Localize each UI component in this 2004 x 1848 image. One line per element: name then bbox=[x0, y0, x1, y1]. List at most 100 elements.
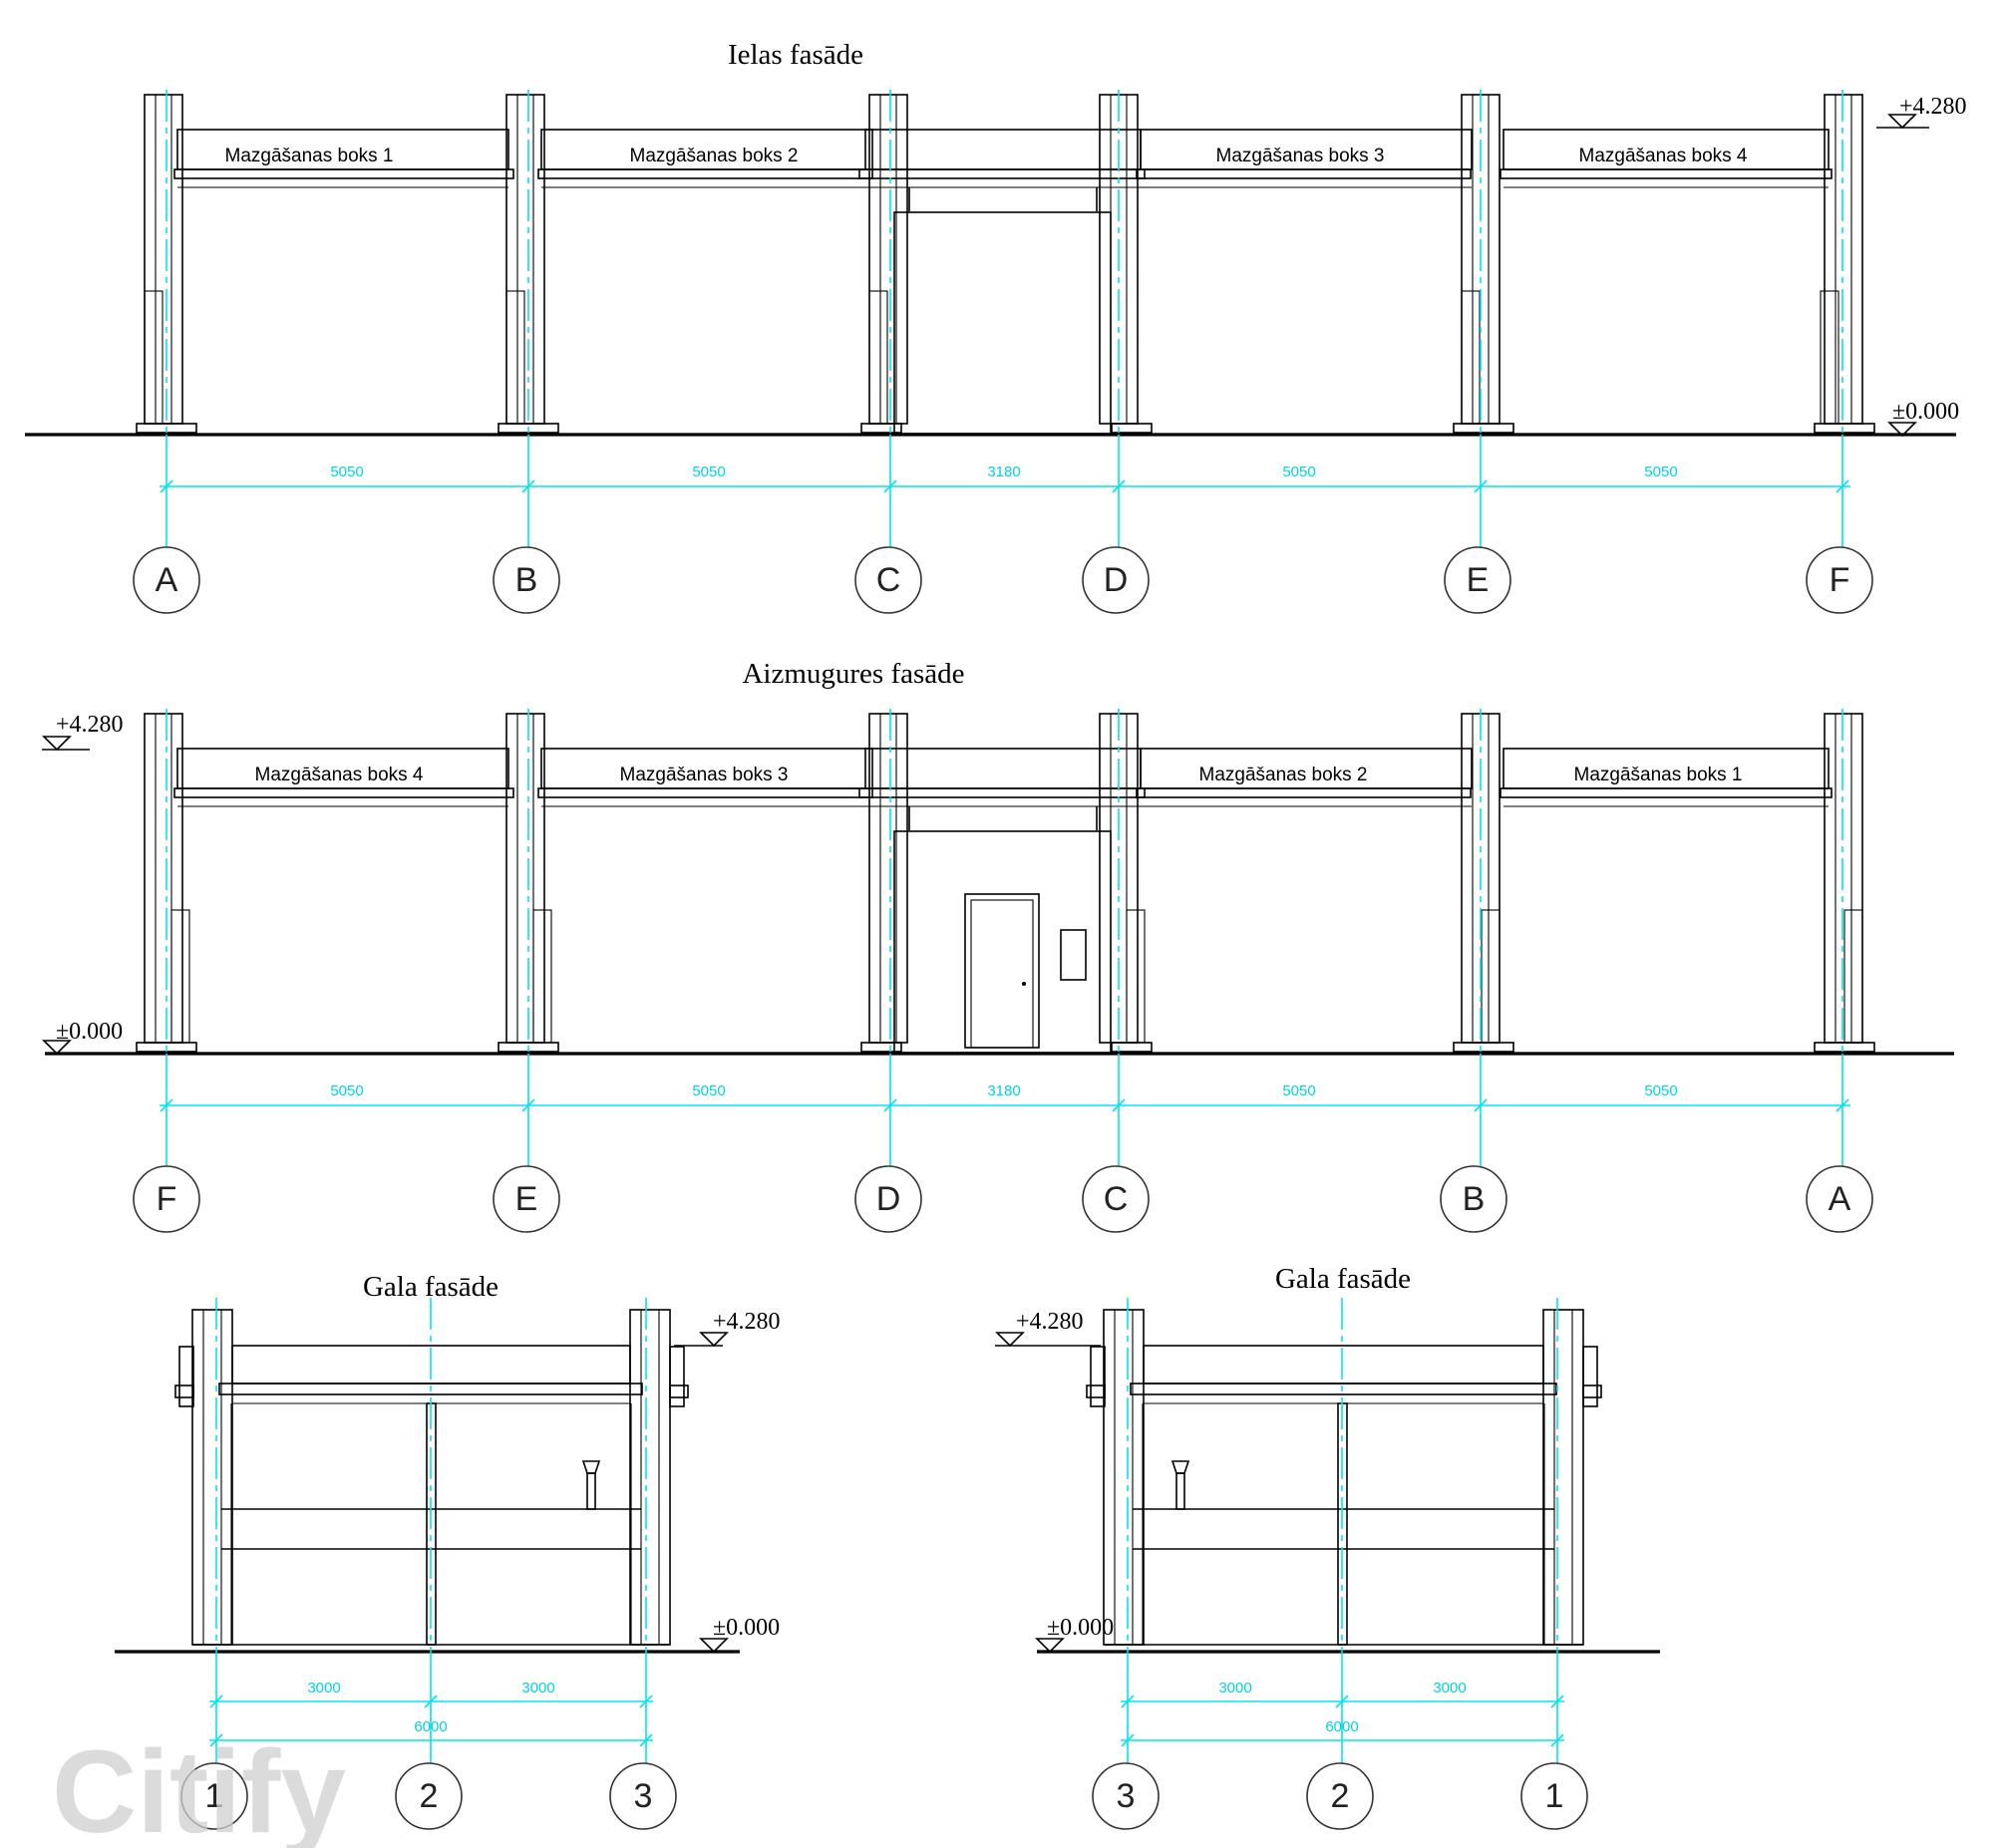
street-box-label: Mazgāšanas boks 3 bbox=[1216, 146, 1385, 166]
rear-column bbox=[1099, 713, 1153, 1053]
rear-box-label: Mazgāšanas boks 2 bbox=[1199, 765, 1368, 785]
end-right-level-ground-text: ±0.000 bbox=[1047, 1615, 1114, 1641]
axis-bubble bbox=[1806, 546, 1873, 614]
street-span-label: 5050 bbox=[1282, 463, 1315, 480]
street-column-b bbox=[498, 94, 559, 434]
axis-bubble-label: E bbox=[1467, 561, 1490, 599]
street-column-f bbox=[1814, 94, 1875, 434]
street-roof-beams bbox=[173, 129, 1833, 188]
end-left-level-top-text: +4.280 bbox=[713, 1309, 781, 1335]
end-right-level-top-text: +4.280 bbox=[1016, 1309, 1084, 1335]
axis-bubble-label: A bbox=[1829, 1180, 1851, 1218]
end-left-axes bbox=[215, 1298, 647, 1766]
end-left-total-label: 6000 bbox=[414, 1718, 447, 1735]
rear-span-label: 5050 bbox=[1644, 1082, 1677, 1099]
street-level-top-text: +4.280 bbox=[1899, 94, 1967, 120]
end-left-span-label: 3000 bbox=[307, 1680, 340, 1696]
rear-level-ground: ±0.000 bbox=[42, 1019, 123, 1056]
axis-bubble bbox=[395, 1762, 463, 1830]
axis-bubble bbox=[1082, 546, 1150, 614]
end-facade-right-title: Gala fasāde bbox=[1275, 1263, 1411, 1295]
end-right-total-label: 6000 bbox=[1325, 1718, 1358, 1735]
axis-bubble bbox=[1520, 1762, 1588, 1830]
rear-span-label: 5050 bbox=[692, 1082, 725, 1099]
street-box-label: Mazgāšanas boks 4 bbox=[1579, 146, 1748, 166]
end-left-nozzle bbox=[581, 1460, 601, 1510]
street-span-label: 3180 bbox=[987, 463, 1020, 480]
axis-bubble bbox=[493, 546, 560, 614]
axis-bubble-label: 3 bbox=[1117, 1777, 1136, 1815]
end-right-nozzle bbox=[1170, 1460, 1190, 1510]
street-dimension-line: 5050 5050 3180 5050 5050 bbox=[160, 463, 1850, 493]
axis-bubble bbox=[493, 1165, 560, 1233]
rear-box-label: Mazgāšanas boks 3 bbox=[620, 765, 789, 785]
street-tech-room bbox=[893, 187, 1112, 435]
street-box-label: Mazgāšanas boks 1 bbox=[225, 146, 394, 166]
street-axis-bubbles: A B C D E F bbox=[133, 546, 1873, 614]
axis-bubble-label: F bbox=[1830, 561, 1850, 599]
axis-bubble bbox=[854, 546, 922, 614]
level-triangle-icon bbox=[42, 736, 72, 752]
axis-bubble-label: B bbox=[515, 561, 538, 599]
axis-bubble-label: 1 bbox=[205, 1777, 224, 1815]
rear-tech-room bbox=[893, 806, 1112, 1054]
end-facade-left-title: Gala fasāde bbox=[363, 1271, 499, 1303]
rear-level-top: +4.280 bbox=[42, 712, 124, 752]
level-triangle-icon bbox=[995, 1332, 1025, 1348]
axis-bubble-label: 3 bbox=[634, 1777, 653, 1815]
street-level-ground-text: ±0.000 bbox=[1892, 399, 1959, 425]
axis-bubble bbox=[133, 1165, 200, 1233]
street-column-c bbox=[860, 94, 908, 434]
rear-span-label: 5050 bbox=[330, 1082, 363, 1099]
rear-level-top-text: +4.280 bbox=[56, 712, 124, 738]
end-left-axis-bubbles: 1 2 3 bbox=[180, 1762, 677, 1830]
axis-bubble bbox=[1444, 546, 1511, 614]
end-right-dimension-lines: 3000 3000 6000 bbox=[1121, 1680, 1564, 1747]
end-right-level-top: +4.280 bbox=[995, 1309, 1101, 1348]
rear-span-label: 5050 bbox=[1282, 1082, 1315, 1099]
end-facade-right: Gala fasāde bbox=[995, 1263, 1660, 1830]
rear-level-ground-text: ±0.000 bbox=[56, 1019, 123, 1045]
level-triangle-icon bbox=[699, 1332, 729, 1348]
axis-bubble-label: D bbox=[876, 1180, 901, 1218]
end-facade-left: Gala fasāde bbox=[115, 1271, 781, 1830]
rear-span-label: 3180 bbox=[987, 1082, 1020, 1099]
rear-box-label: Mazgāšanas boks 4 bbox=[255, 765, 424, 785]
axis-bubble-label: A bbox=[156, 561, 178, 599]
end-right-span-label: 3000 bbox=[1433, 1680, 1466, 1696]
axis-bubble-label: D bbox=[1104, 561, 1129, 599]
street-level-ground: ±0.000 bbox=[1887, 399, 1959, 438]
axis-bubble bbox=[1806, 1165, 1873, 1233]
rear-box-label: Mazgāšanas boks 1 bbox=[1574, 765, 1743, 785]
street-span-label: 5050 bbox=[1644, 463, 1677, 480]
end-right-axes bbox=[1127, 1298, 1558, 1766]
street-column-e bbox=[1453, 94, 1514, 434]
level-triangle-icon bbox=[42, 1040, 72, 1056]
street-span-label: 5050 bbox=[692, 463, 725, 480]
street-facade: Ielas fasāde bbox=[25, 39, 1967, 614]
street-span-label: 5050 bbox=[330, 463, 363, 480]
rear-roof-beams bbox=[173, 748, 1833, 807]
end-right-frame bbox=[1086, 1309, 1602, 1646]
end-left-level-ground: ±0.000 bbox=[699, 1615, 780, 1654]
end-left-frame bbox=[174, 1309, 689, 1646]
level-triangle-icon bbox=[699, 1638, 729, 1654]
end-left-span-label: 3000 bbox=[521, 1680, 554, 1696]
axis-bubble bbox=[854, 1165, 922, 1233]
rear-facade: Aizmugures fasāde bbox=[42, 658, 1954, 1233]
rear-column bbox=[860, 713, 908, 1053]
street-column-d bbox=[1099, 94, 1153, 434]
end-right-axis-bubbles: 3 2 1 bbox=[1092, 1762, 1588, 1830]
end-right-level-ground: ±0.000 bbox=[1035, 1615, 1114, 1654]
axis-bubble-label: 1 bbox=[1545, 1777, 1564, 1815]
street-facade-title: Ielas fasāde bbox=[728, 39, 863, 71]
door-handle-icon bbox=[1022, 982, 1026, 986]
street-axes bbox=[166, 90, 1843, 554]
axis-bubble bbox=[133, 546, 200, 614]
axis-bubble-label: E bbox=[515, 1180, 538, 1218]
axis-bubble-label: F bbox=[157, 1180, 177, 1218]
axis-bubble bbox=[1306, 1762, 1374, 1830]
street-column-a bbox=[136, 94, 197, 434]
axis-bubble-label: C bbox=[1104, 1180, 1129, 1218]
